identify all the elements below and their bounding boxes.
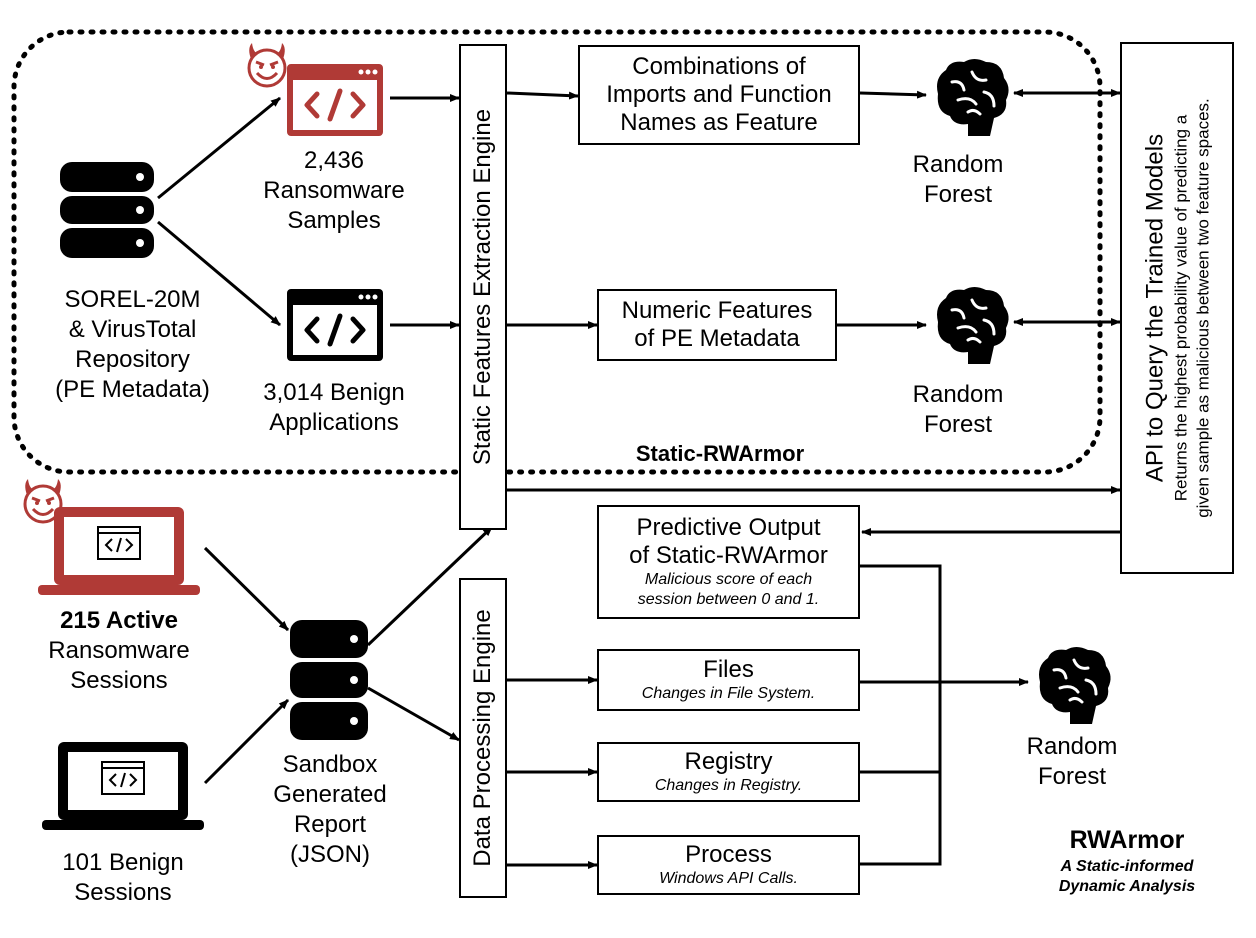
static-features-engine: Static Features Extraction Engine (459, 44, 507, 530)
brain-icon (937, 287, 1009, 364)
data-processing-engine: Data Processing Engine (459, 578, 507, 898)
laptop-icon (38, 507, 200, 595)
numeric-features-box: Numeric Features of PE Metadata (597, 289, 837, 361)
arrow-combo-to-rf1 (859, 90, 927, 99)
data-processing-engine-label: Data Processing Engine (469, 609, 496, 867)
api-desc-line-2: given sample as malicious between two fe… (1193, 98, 1213, 518)
rf3-label: Random Forest (1026, 733, 1118, 790)
api-desc-line-1: Returns the highest probability value of… (1171, 114, 1191, 502)
rwarmor-sub-2: Dynamic Analysis (1058, 878, 1196, 896)
api-text: API to Query the Trained Models Returns … (1139, 98, 1214, 518)
arrow-benign-to-sandbox (203, 698, 290, 785)
process-box: Process Windows API Calls. (597, 835, 860, 895)
static-rwarmor-label: Static-RWArmor (635, 441, 805, 466)
database-icon (60, 162, 154, 258)
connector-output-bus (860, 564, 942, 866)
static-rwarmor-boundary (11, 29, 1103, 475)
combo-features-box: Combinations of Imports and Function Nam… (578, 45, 860, 145)
benign-sessions-label: 101 Benign Sessions (62, 849, 184, 906)
rwarmor-title-block: RWArmor A Static-informed Dynamic Analys… (1010, 824, 1244, 898)
predictive-output-box: Predictive Output of Static-RWArmor Mali… (597, 505, 860, 619)
arrow-sandbox-to-static-engine (366, 525, 494, 647)
brain-icon (937, 59, 1009, 136)
active-sessions-label: 215 Active Ransomware Sessions (48, 607, 190, 694)
arrow-active-to-sandbox (203, 546, 290, 632)
rwarmor-title: RWArmor (1069, 826, 1185, 854)
code-window-icon (287, 64, 383, 136)
api-title: API to Query the Trained Models (1141, 133, 1169, 483)
code-window-icon (287, 289, 383, 361)
files-box: Files Changes in File System. (597, 649, 860, 711)
laptop-icon (42, 742, 204, 830)
arrow-db-to-benign (157, 220, 281, 327)
devil-icon (23, 479, 63, 524)
api-box: API to Query the Trained Models Returns … (1120, 42, 1234, 574)
static-features-engine-label: Static Features Extraction Engine (469, 108, 496, 466)
benign-applications-label: 3,014 Benign Applications (263, 379, 405, 436)
dataset-label: SOREL-20M & VirusTotal Repository (PE Me… (55, 286, 210, 403)
database-icon (290, 620, 368, 740)
rf2-label: Random Forest (912, 381, 1004, 438)
arrow-engine-to-combo (506, 91, 579, 100)
brain-icon (1039, 647, 1111, 724)
arrow-sandbox-to-data-engine (367, 686, 460, 742)
devil-icon (247, 43, 287, 88)
ransomware-samples-label: 2,436 Ransomware Samples (263, 147, 405, 234)
arrow-db-to-ransomware (157, 96, 281, 200)
rf1-label: Random Forest (912, 151, 1004, 208)
sandbox-report-label: Sandbox Generated Report (JSON) (273, 751, 387, 868)
rwarmor-sub-1: A Static-informed (1060, 857, 1194, 875)
registry-box: Registry Changes in Registry. (597, 742, 860, 802)
